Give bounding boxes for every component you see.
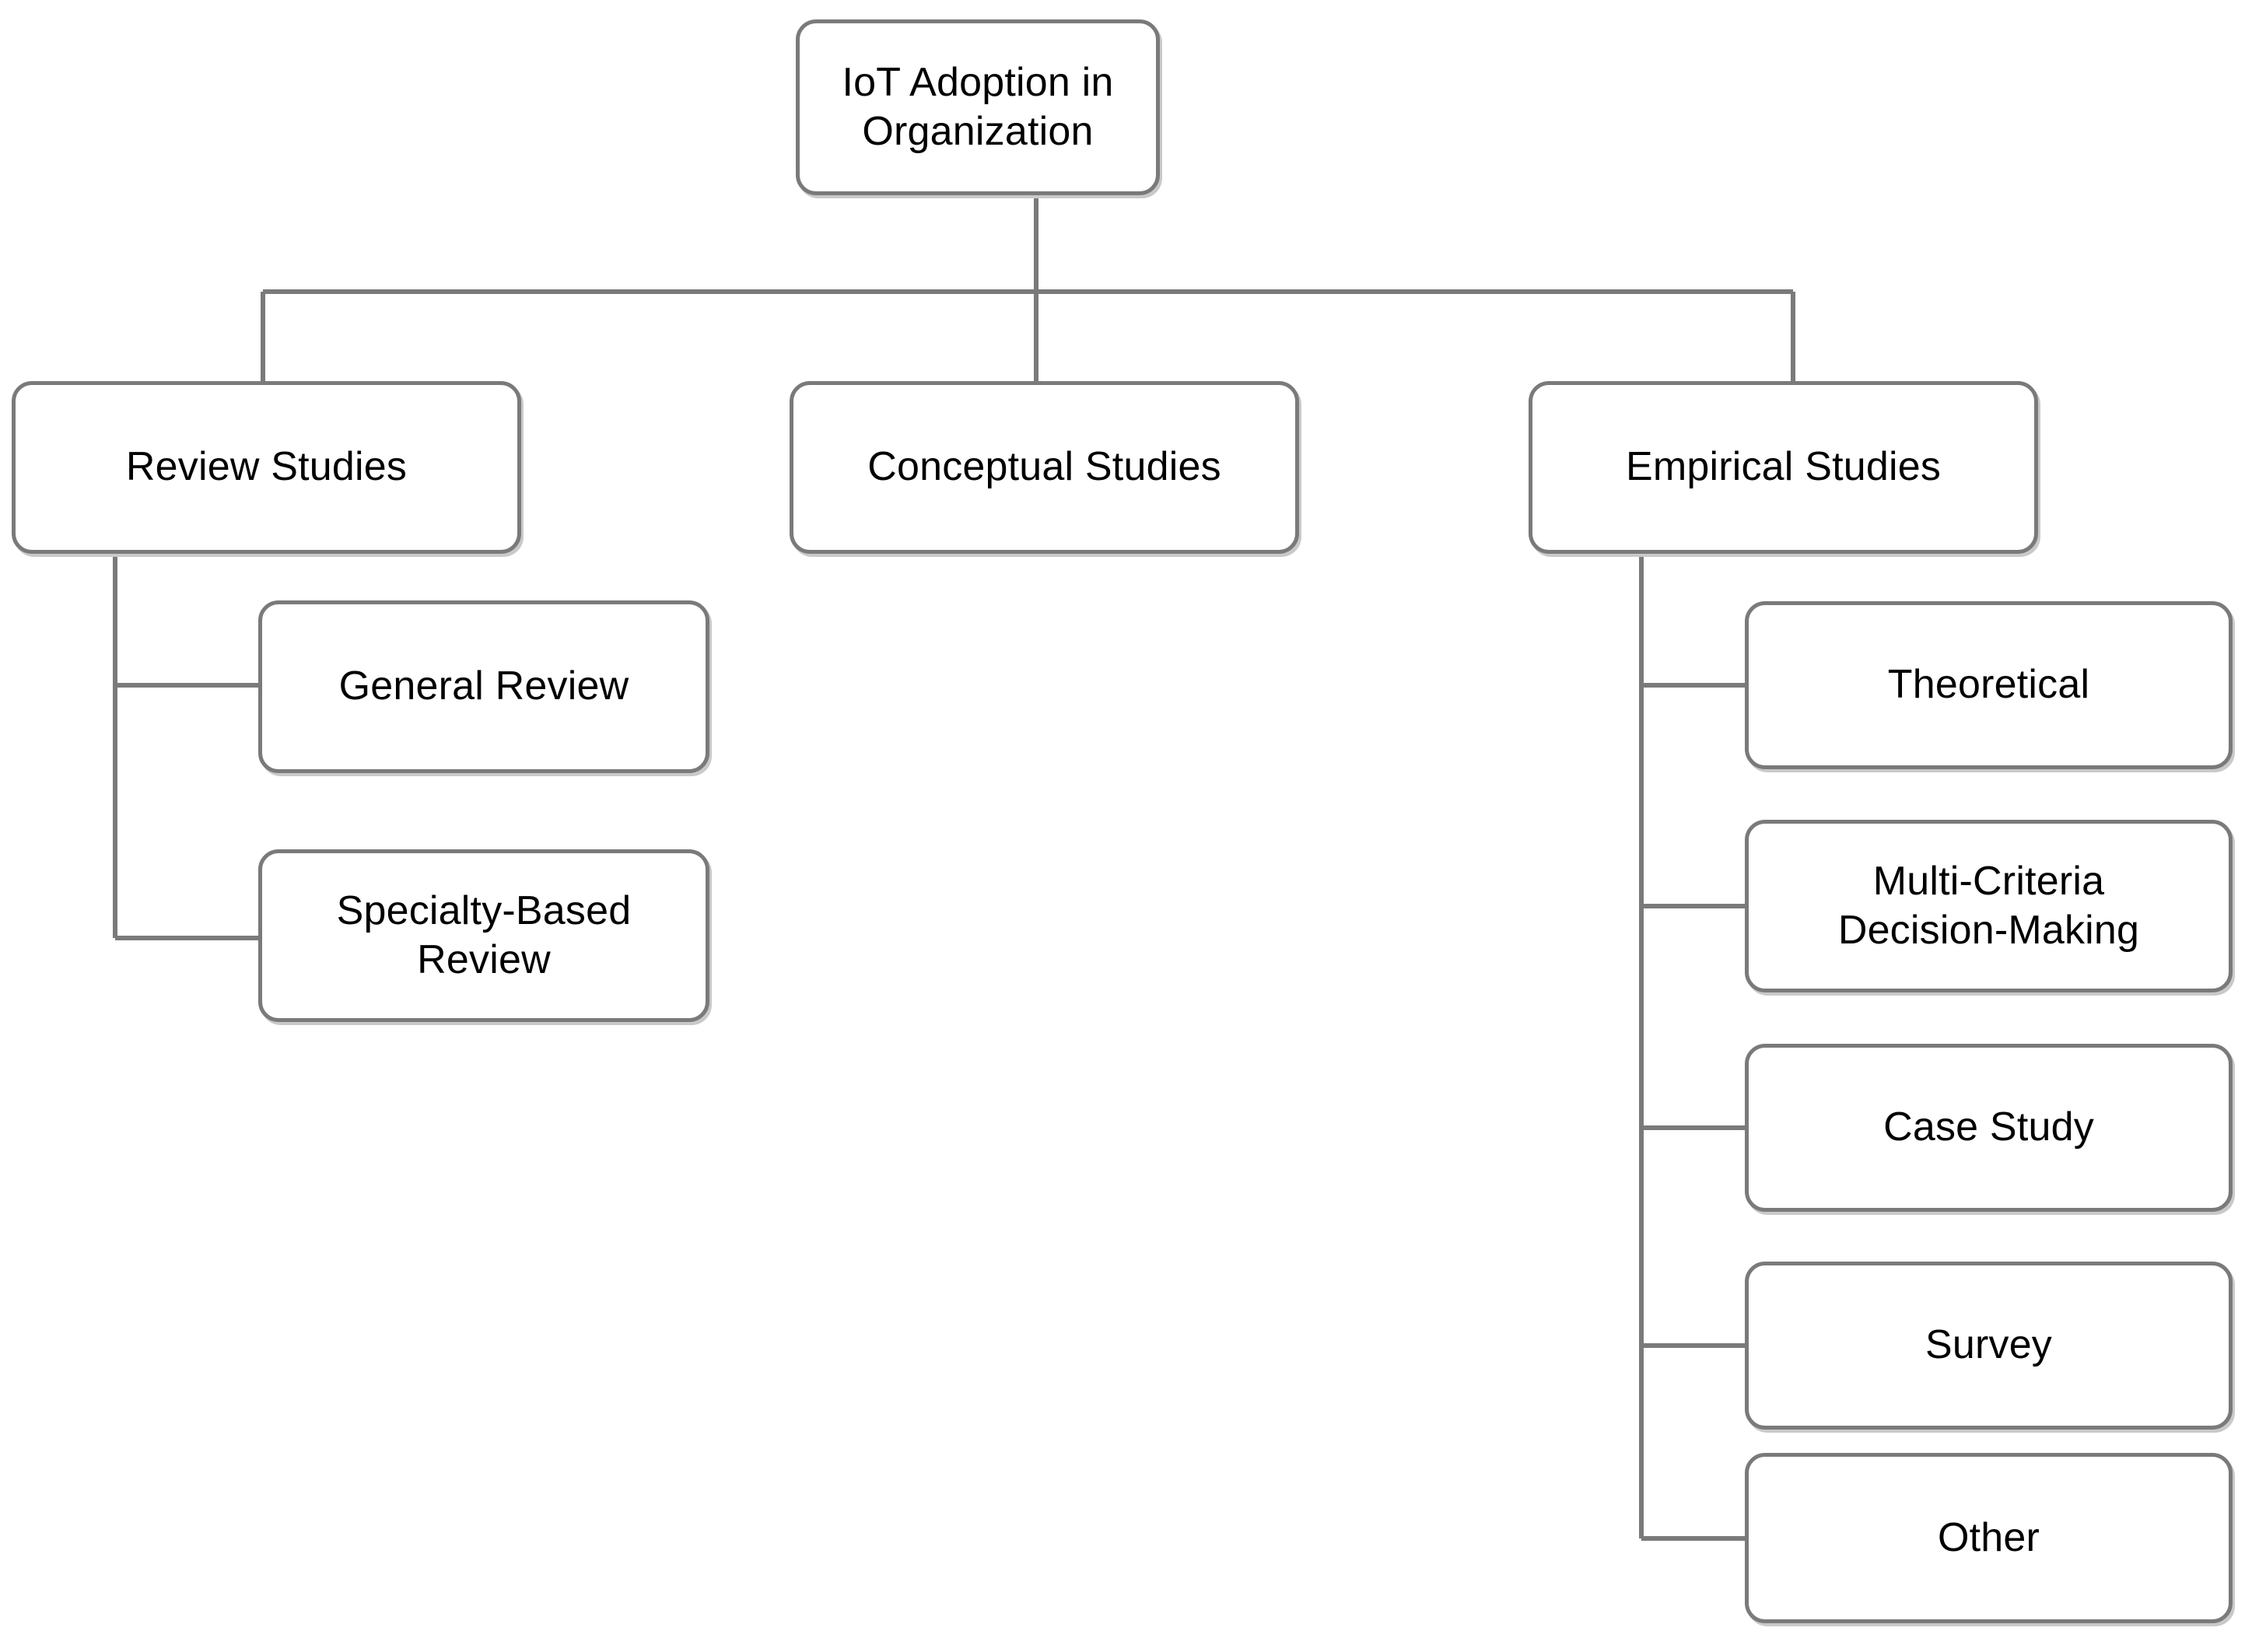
node-label: Other: [1937, 1514, 2040, 1560]
node-label: Survey: [1925, 1322, 2053, 1368]
node-iot-adoption-in-organization[interactable]: IoT Adoption in Organization: [796, 19, 1160, 195]
node-label: General Review: [338, 663, 629, 709]
node-conceptual-studies[interactable]: Conceptual Studies: [790, 381, 1299, 554]
node-multi-criteria-decision-making[interactable]: Multi-Criteria Decision-Making: [1745, 820, 2233, 992]
node-label: IoT Adoption in Organization: [842, 59, 1114, 154]
node-survey[interactable]: Survey: [1745, 1262, 2233, 1430]
node-review-studies[interactable]: Review Studies: [12, 381, 521, 554]
node-case-study[interactable]: Case Study: [1745, 1044, 2233, 1212]
node-label: Case Study: [1883, 1104, 2094, 1150]
node-theoretical[interactable]: Theoretical: [1745, 601, 2233, 769]
node-label: Review Studies: [125, 444, 408, 490]
node-specialty-based-review[interactable]: Specialty-Based Review: [258, 849, 709, 1022]
node-general-review[interactable]: General Review: [258, 600, 709, 773]
node-label: Theoretical: [1887, 662, 2090, 708]
node-empirical-studies[interactable]: Empirical Studies: [1529, 381, 2038, 554]
node-label: Empirical Studies: [1625, 444, 1942, 490]
node-other[interactable]: Other: [1745, 1453, 2233, 1623]
node-label: Specialty-Based Review: [336, 887, 632, 982]
node-label: Multi-Criteria Decision-Making: [1837, 858, 2140, 953]
node-label: Conceptual Studies: [867, 444, 1221, 490]
